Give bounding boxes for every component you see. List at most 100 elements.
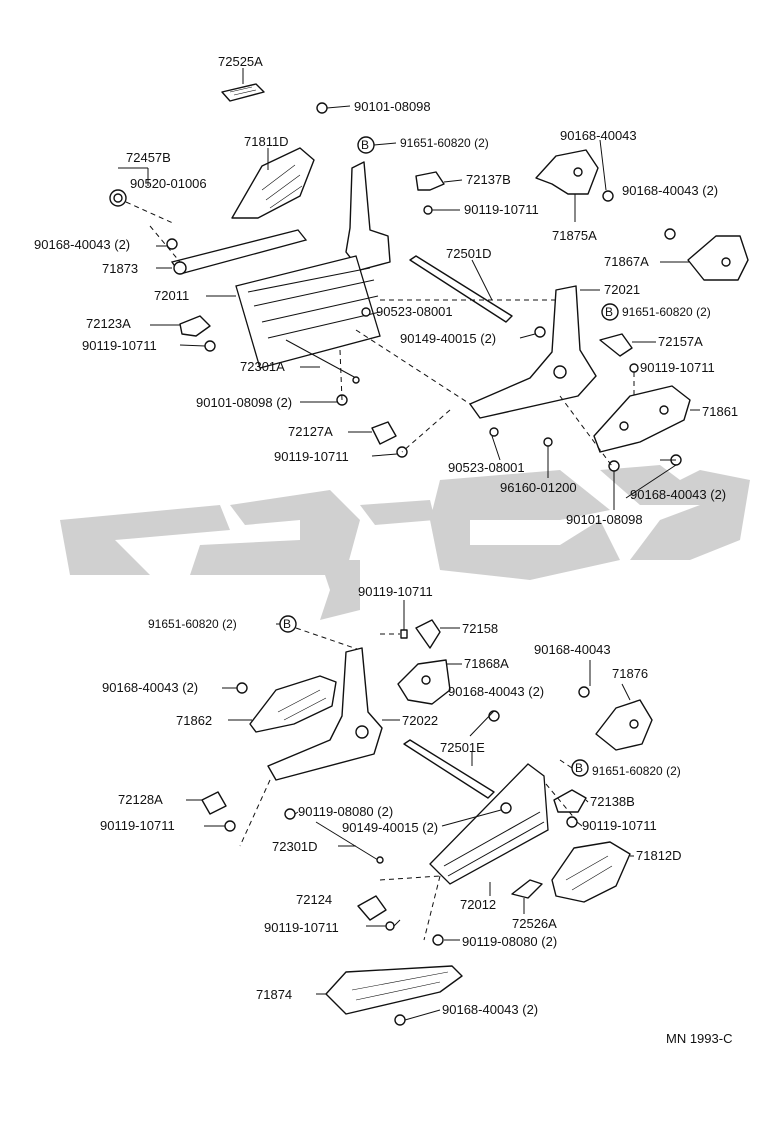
- part-72022: [267, 647, 383, 781]
- label-72012: 72012: [460, 897, 496, 912]
- lower-labels: 90119-10711 91651-60820 (2) 72158 71868A…: [100, 584, 732, 1046]
- label-90119-08080-a: 90119-08080 (2): [298, 804, 393, 819]
- label-90168-40043-e: 90168-40043: [534, 642, 611, 657]
- bolt-90168-40043-e: [488, 710, 500, 722]
- bolt-90101-08098-c: [608, 460, 620, 472]
- bolt-90168-40043-f: [578, 686, 590, 698]
- label-72138B: 72138B: [590, 794, 635, 809]
- washer-90523-08001-b: [489, 427, 499, 437]
- label-72022: 72022: [402, 713, 438, 728]
- label-72525A: 72525A: [218, 54, 263, 69]
- upper-labels: 72525A 90101-08098 71811D 91651-60820 (2…: [34, 54, 738, 527]
- watermark-logo: [60, 465, 750, 620]
- bolt-90168-40043-c: [166, 238, 178, 250]
- label-90168-40043-d: 90168-40043 (2): [630, 487, 726, 502]
- bolt-90119-10711-e: [400, 629, 408, 639]
- label-71876: 71876: [612, 666, 648, 681]
- label-72158: 72158: [462, 621, 498, 636]
- label-72501D: 72501D: [446, 246, 492, 261]
- part-71875A: [535, 149, 599, 195]
- part-71874: [325, 965, 463, 1015]
- svg-text:B: B: [575, 761, 583, 775]
- part-72127A: [371, 421, 397, 445]
- label-72128A: 72128A: [118, 792, 163, 807]
- label-90119-10711-f: 90119-10711: [100, 818, 175, 833]
- leader-lines: [150, 139, 677, 1021]
- label-72301D: 72301D: [272, 839, 318, 854]
- washer-90523-08001-a: [361, 307, 371, 317]
- part-72137B: [415, 171, 445, 191]
- label-72526A: 72526A: [512, 916, 557, 931]
- bolt-90119-10711-g: [566, 816, 578, 828]
- svg-text:B: B: [605, 305, 613, 319]
- part-72301A: [285, 339, 357, 379]
- part-71876: [595, 699, 653, 751]
- part-71873: [170, 229, 308, 275]
- label-90168-40043-g: 90168-40043 (2): [102, 680, 198, 695]
- label-90523-08001-b: 90523-08001: [448, 460, 525, 475]
- part-72011-back-frame: [345, 161, 391, 271]
- label-90119-10711-d: 90119-10711: [274, 449, 349, 464]
- label-72127A: 72127A: [288, 424, 333, 439]
- bolt-90119-10711-b: [204, 340, 216, 352]
- label-72157A: 72157A: [658, 334, 703, 349]
- part-72138B: [553, 789, 587, 813]
- label-90119-10711-c: 90119-10711: [640, 360, 715, 375]
- part-72301D: [315, 821, 379, 861]
- label-71861: 71861: [702, 404, 738, 419]
- label-90101-08098-c: 90101-08098: [566, 512, 643, 527]
- label-91651-60820-b: 91651-60820 (2): [622, 305, 711, 319]
- part-72021: [469, 285, 597, 419]
- part-72501E: [403, 739, 495, 799]
- label-71874: 71874: [256, 987, 292, 1002]
- bolt-symbol-b-4: [571, 759, 589, 777]
- bolt-90168-40043-a: [602, 190, 614, 202]
- label-72501E: 72501E: [440, 740, 485, 755]
- svg-text:B: B: [361, 138, 369, 152]
- label-90168-40043-b: 90168-40043 (2): [622, 183, 718, 198]
- label-90523-08001-a: 90523-08001: [376, 304, 453, 319]
- label-90149-40015-b: 90149-40015 (2): [342, 820, 438, 835]
- lower-assembly: B B: [201, 600, 653, 1026]
- label-90168-40043-h: 90168-40043 (2): [442, 1002, 538, 1017]
- label-90168-40043-a: 90168-40043: [560, 128, 637, 143]
- bolt-90119-10711-c: [629, 363, 639, 373]
- part-72525A: [221, 83, 265, 102]
- label-91651-60820-d: 91651-60820 (2): [592, 764, 681, 778]
- label-91651-60820-a: 91651-60820 (2): [400, 136, 489, 150]
- label-72021: 72021: [604, 282, 640, 297]
- part-71812D: [551, 841, 631, 903]
- label-71875A: 71875A: [552, 228, 597, 243]
- part-72158: [415, 619, 441, 649]
- bolt-90119-08080-a: [284, 808, 296, 820]
- part-72526A: [511, 879, 543, 899]
- part-72157A: [599, 333, 633, 357]
- bolt-90168-40043-h: [394, 1014, 406, 1026]
- label-71812D: 71812D: [636, 848, 682, 863]
- bolt-90119-08080-b: [432, 934, 444, 946]
- bolt-90149-40015-a: [534, 326, 546, 338]
- label-90520-01006: 90520-01006: [130, 176, 207, 191]
- label-90101-08098: 90101-08098: [354, 99, 431, 114]
- bolt-90168-40043-g: [236, 682, 248, 694]
- bolt-90101-08098-top: [316, 102, 328, 114]
- label-71811D: 71811D: [244, 134, 289, 149]
- label-90119-08080-b: 90119-08080 (2): [462, 934, 557, 949]
- label-72301A: 72301A: [240, 359, 285, 374]
- label-90119-10711-e: 90119-10711: [358, 584, 433, 599]
- label-96160-01200: 96160-01200: [500, 480, 577, 495]
- bolt-90119-10711-h: [385, 921, 395, 931]
- bolt-90119-10711-f: [224, 820, 236, 832]
- label-91651-60820-c: 91651-60820 (2): [148, 617, 237, 631]
- washer-96160-01200: [543, 437, 553, 447]
- label-71873: 71873: [102, 261, 138, 276]
- label-90101-08098-b: 90101-08098 (2): [196, 395, 292, 410]
- upper-assembly: B: [109, 68, 749, 472]
- bolt-symbol-b-2: [601, 303, 619, 321]
- bolt-90168-40043-b: [664, 228, 676, 240]
- bolt-90119-10711-a: [423, 205, 433, 215]
- label-90119-10711-b: 90119-10711: [82, 338, 157, 353]
- part-72123A: [179, 315, 211, 337]
